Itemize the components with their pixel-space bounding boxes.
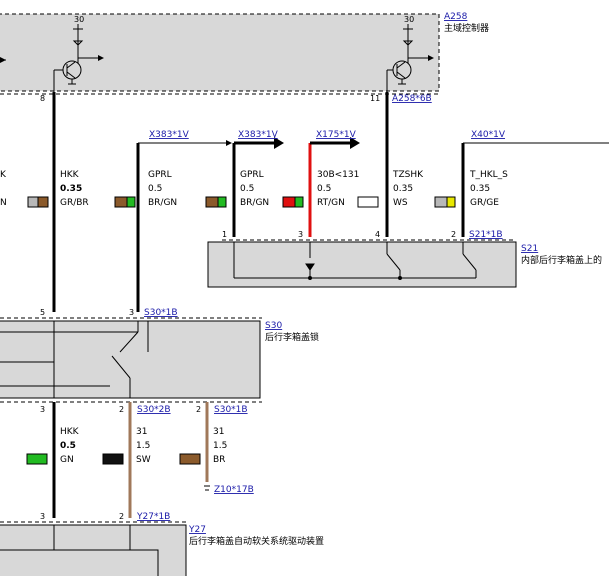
wire-label-hkk: HKK 0.35 GR/BR <box>60 170 136 208</box>
s21-connector-link[interactable]: S21*1B <box>469 230 503 240</box>
svg-text:BR: BR <box>213 455 225 465</box>
svg-text:GR/GE: GR/GE <box>470 198 499 208</box>
svg-text:0.5: 0.5 <box>240 184 254 194</box>
connector-x383-a-link[interactable]: X383*1V <box>149 130 190 140</box>
svg-text:31: 31 <box>213 427 224 437</box>
s21-box <box>207 241 517 288</box>
svg-text:30B<131: 30B<131 <box>317 170 359 180</box>
y27-pin-3: 3 <box>40 512 45 521</box>
svg-text:GN: GN <box>60 455 74 465</box>
s30-internal <box>0 321 149 398</box>
wire-label-gprl1: GPRL 0.5 BR/GN <box>148 170 227 208</box>
s30-name: 后行李箱盖锁 <box>265 331 319 343</box>
s21-internal <box>233 242 477 280</box>
connector-x175-link[interactable]: X175*1V <box>316 130 357 140</box>
svg-text:TZSHK: TZSHK <box>392 170 424 180</box>
wire-label-30b: 30B<131 0.5 RT/GN <box>317 170 379 208</box>
svg-text:0.35: 0.35 <box>393 184 413 194</box>
svg-text:BR/GN: BR/GN <box>240 198 269 208</box>
a258-supply-label-right: 30 <box>404 15 414 24</box>
wire-label-31-br: 31 1.5 BR <box>179 427 227 465</box>
wire-label-tzshk: TZSHK 0.35 WS <box>392 170 456 208</box>
svg-text:GR/BR: GR/BR <box>60 198 89 208</box>
svg-text:GPRL: GPRL <box>240 170 264 180</box>
s21-ref-link[interactable]: S21 <box>521 244 538 254</box>
svg-text:1.5: 1.5 <box>136 441 150 451</box>
svg-text:HKK: HKK <box>60 427 80 437</box>
a258-pin-8: 8 <box>40 94 45 103</box>
s30-connector-2b-link[interactable]: S30*2B <box>137 405 171 415</box>
svg-text:WS: WS <box>393 198 408 208</box>
connector-x40-link[interactable]: X40*1V <box>471 130 506 140</box>
y27-ref-link[interactable]: Y27 <box>188 525 206 535</box>
wire-label-hkk2: HKK 0.5 GN <box>26 427 80 465</box>
a258-box <box>0 13 440 92</box>
a258-ref-link[interactable]: A258 <box>444 12 468 22</box>
z10-connector-link[interactable]: Z10*17B <box>214 485 254 495</box>
a258-pin-11: 11 <box>370 94 380 103</box>
y27-pin-2: 2 <box>119 512 124 521</box>
s21-pin-2: 2 <box>451 230 456 239</box>
a258-connector-link[interactable]: A258*6B <box>392 94 432 104</box>
wire-label-gprl2: GPRL 0.5 BR/GN <box>240 170 304 208</box>
s30-pin-2-bottom: 2 <box>119 405 124 414</box>
y27-connector-link[interactable]: Y27*1B <box>136 512 170 522</box>
svg-text:GPRL: GPRL <box>148 170 172 180</box>
y27-inner-box <box>0 549 159 576</box>
svg-text:1.5: 1.5 <box>213 441 227 451</box>
svg-text:K: K <box>0 170 7 180</box>
s30-pin-2-right: 2 <box>196 405 201 414</box>
wire-label-31-sw: 31 1.5 SW <box>102 427 151 465</box>
a258-supply-label-left: 30 <box>74 15 84 24</box>
svg-text:T_HKL_S: T_HKL_S <box>469 170 508 180</box>
svg-text:0.35: 0.35 <box>60 184 82 194</box>
svg-text:N: N <box>0 198 7 208</box>
y27-name: 后行李箱盖自动软关系统驱动装置 <box>189 535 324 547</box>
svg-text:RT/GN: RT/GN <box>317 198 345 208</box>
svg-text:0.35: 0.35 <box>470 184 490 194</box>
svg-text:0.5: 0.5 <box>148 184 162 194</box>
wire-label-leftcut: K N <box>0 170 49 208</box>
connector-x383-b-link[interactable]: X383*1V <box>238 130 279 140</box>
svg-text:0.5: 0.5 <box>317 184 331 194</box>
s21-pin-4: 4 <box>375 230 380 239</box>
s30-connector-1b-link[interactable]: S30*1B <box>214 405 248 415</box>
s30-pin-3-top: 3 <box>129 308 134 317</box>
wire-label-thkl: T_HKL_S 0.35 GR/GE <box>469 170 508 208</box>
s21-pin-1: 1 <box>222 230 227 239</box>
s30-ref-link[interactable]: S30 <box>265 321 282 331</box>
a258-name: 主域控制器 <box>444 22 489 34</box>
svg-text:BR/GN: BR/GN <box>148 198 177 208</box>
s30-pin-3-bottom: 3 <box>40 405 45 414</box>
s21-pin-3: 3 <box>298 230 303 239</box>
svg-text:SW: SW <box>136 455 151 465</box>
svg-text:31: 31 <box>136 427 147 437</box>
s21-name: 内部后行李箱盖上的 <box>521 254 602 266</box>
s30-pin-5: 5 <box>40 308 45 317</box>
svg-text:0.5: 0.5 <box>60 441 76 451</box>
s30-top-connector-link[interactable]: S30*1B <box>144 308 178 318</box>
svg-text:HKK: HKK <box>60 170 80 180</box>
